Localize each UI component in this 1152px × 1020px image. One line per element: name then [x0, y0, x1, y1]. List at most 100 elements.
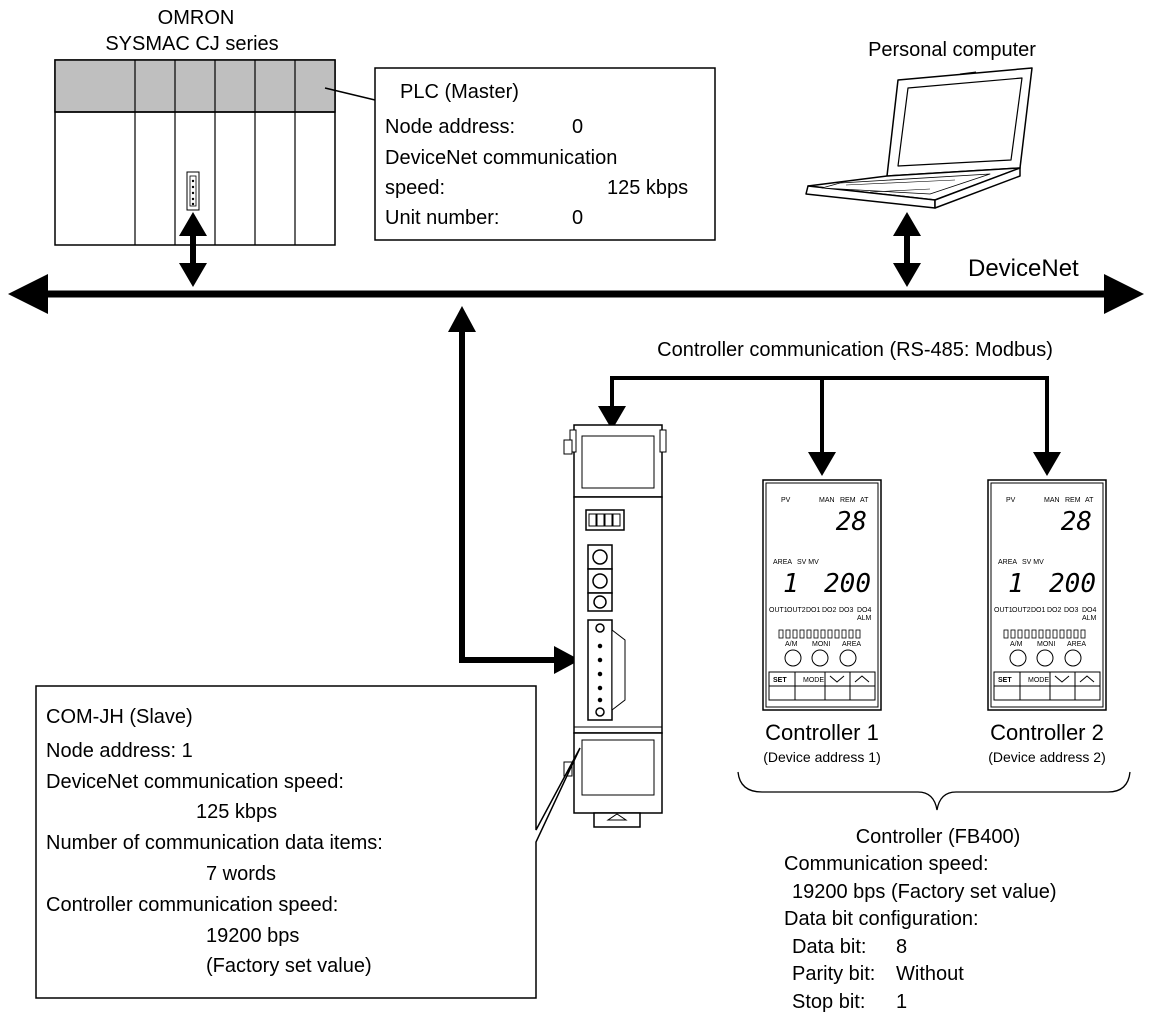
plc-callout-title: PLC (Master): [400, 81, 519, 103]
c1-pv-display: 28: [836, 507, 867, 537]
c1-key-row: [768, 671, 876, 701]
slave-speed-label: DeviceNet communication speed:: [46, 771, 344, 793]
fb400-data-bit-label: Data bit:: [792, 936, 866, 958]
laptop-icon: [805, 67, 1033, 209]
c2-do1-tag: DO1: [1031, 607, 1046, 614]
c1-pv-tag: PV: [781, 497, 791, 504]
plc-speed-label-1: DeviceNet communication: [385, 147, 617, 169]
rs485-line: [598, 376, 1061, 476]
fb400-parity-value: Without: [896, 963, 964, 985]
c1-area-key-tag: AREA: [842, 641, 861, 648]
c1-sv-display: 200: [824, 569, 871, 599]
c2-area-button: [1064, 649, 1082, 667]
c1-man-tag: MAN: [819, 497, 835, 504]
fb400-speed-label: Communication speed:: [784, 853, 989, 875]
plc-speed-value: 125 kbps: [607, 177, 688, 199]
plc-callout-box: [374, 67, 716, 241]
controller-2-unit: PV MAN REM AT 28 AREA SV MV 1 200 OUT1 O…: [987, 479, 1107, 711]
com-jh-module: [563, 424, 667, 828]
c1-set-key: SET: [773, 677, 787, 684]
c1-moni-tag: MONI: [812, 641, 830, 648]
c2-moni-tag: MONI: [1037, 641, 1055, 648]
c1-area-button: [839, 649, 857, 667]
plc-speed-label-2: speed:: [385, 177, 445, 199]
pc-label: Personal computer: [868, 39, 1036, 61]
c2-area-tag: AREA: [998, 559, 1017, 566]
plc-series-label: SYSMAC CJ series: [105, 33, 278, 55]
plc-bus-arrow: [179, 212, 207, 287]
controller-link-label: Controller communication (RS-485: Modbus…: [657, 339, 1053, 361]
fb400-stop-label: Stop bit:: [792, 991, 865, 1013]
slave-ctrl-speed-value: 19200 bps: [206, 925, 299, 947]
c1-do2-tag: DO2: [822, 607, 837, 614]
c1-svmv-tag: SV MV: [797, 559, 819, 566]
fb400-title: Controller (FB400): [856, 826, 1021, 848]
c2-do4-tag: DO4: [1082, 607, 1097, 614]
c1-rem-tag: REM: [840, 497, 856, 504]
slave-callout: [35, 685, 581, 999]
controller-2-name: Controller 2: [990, 720, 1104, 745]
c2-area-key-tag: AREA: [1067, 641, 1086, 648]
plc-callout-leader: [324, 87, 376, 101]
c2-pv-tag: PV: [1006, 497, 1016, 504]
c2-man-tag: MAN: [1044, 497, 1060, 504]
plc-unit-label: Unit number:: [385, 207, 500, 229]
c2-out1-tag: OUT1: [994, 607, 1013, 614]
controller-1-name: Controller 1: [765, 720, 879, 745]
slave-items-label: Number of communication data items:: [46, 832, 383, 854]
bus-comjh-arrow: [448, 306, 580, 674]
c2-area-display: 1: [1008, 569, 1024, 599]
slave-ctrl-speed-note: (Factory set value): [206, 955, 372, 977]
c1-am-button: [784, 649, 802, 667]
controllers-brace: [737, 771, 1131, 811]
plc-node-label: Node address:: [385, 116, 515, 138]
c1-mode-key: MODE: [803, 677, 824, 684]
plc-unit-value: 0: [572, 207, 583, 229]
c1-alm-tag: ALM: [857, 615, 872, 622]
fb400-bitcfg-label: Data bit configuration:: [784, 908, 979, 930]
slave-node: Node address: 1: [46, 740, 193, 762]
c2-led-row: [1003, 629, 1086, 639]
plc-maker-label: OMRON: [158, 7, 235, 29]
c1-do3-tag: DO3: [839, 607, 854, 614]
c2-am-button: [1009, 649, 1027, 667]
c1-area-display: 1: [783, 569, 799, 599]
fb400-data-bit-value: 8: [896, 936, 907, 958]
controller-1-address: (Device address 1): [763, 749, 881, 765]
c2-mode-key: MODE: [1028, 677, 1049, 684]
c2-sv-display: 200: [1049, 569, 1096, 599]
c1-do1-tag: DO1: [806, 607, 821, 614]
c2-key-row: [993, 671, 1101, 701]
c1-do4-tag: DO4: [857, 607, 872, 614]
c1-out1-tag: OUT1: [769, 607, 788, 614]
fb400-parity-label: Parity bit:: [792, 963, 875, 985]
c2-svmv-tag: SV MV: [1022, 559, 1044, 566]
c1-led-row: [778, 629, 861, 639]
c1-am-tag: A/M: [785, 641, 798, 648]
c1-at-tag: AT: [860, 497, 869, 504]
c2-alm-tag: ALM: [1082, 615, 1097, 622]
c2-set-key: SET: [998, 677, 1012, 684]
c1-area-tag: AREA: [773, 559, 792, 566]
pc-bus-arrow: [893, 212, 921, 287]
c2-am-tag: A/M: [1010, 641, 1023, 648]
c2-do2-tag: DO2: [1047, 607, 1062, 614]
devicenet-label: DeviceNet: [968, 255, 1079, 282]
fb400-stop-value: 1: [896, 991, 907, 1013]
c2-pv-display: 28: [1061, 507, 1092, 537]
c2-out2-tag: OUT2: [1012, 607, 1031, 614]
c1-out2-tag: OUT2: [787, 607, 806, 614]
plc-node-value: 0: [572, 116, 583, 138]
devicenet-bus: [8, 274, 1144, 314]
controller-2-address: (Device address 2): [988, 749, 1106, 765]
slave-items-value: 7 words: [206, 863, 276, 885]
controller-1-unit: PV MAN REM AT 28 AREA SV MV 1 200 OUT1 O…: [762, 479, 882, 711]
plc-devicenet-connector: [186, 171, 200, 211]
c2-moni-button: [1036, 649, 1054, 667]
slave-title: COM-JH (Slave): [46, 706, 193, 728]
c2-rem-tag: REM: [1065, 497, 1081, 504]
c2-at-tag: AT: [1085, 497, 1094, 504]
c2-do3-tag: DO3: [1064, 607, 1079, 614]
plc-rack: [54, 59, 336, 246]
